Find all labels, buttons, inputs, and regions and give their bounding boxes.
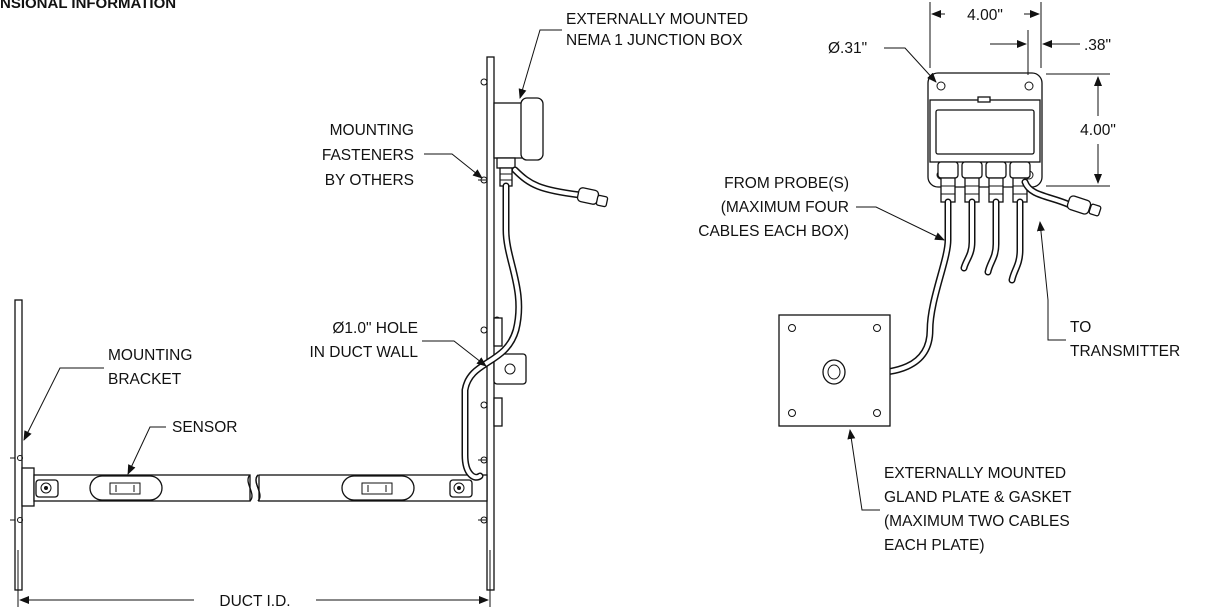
wall-gland <box>493 353 527 385</box>
transmitter-label-2: TRANSMITTER <box>1070 343 1180 360</box>
sensor-label: SENSOR <box>172 419 237 436</box>
duct-id-dimension: DUCT I.D. <box>17 550 491 607</box>
fasteners-label-3: BY OTHERS <box>325 172 414 189</box>
transmitter-label-1: TO <box>1070 319 1091 336</box>
probe-connectors <box>937 161 1031 203</box>
box-width-dimension: 4.00" <box>967 7 1003 24</box>
right-duct-wall <box>486 56 495 591</box>
gland-plate-label-3: (MAXIMUM TWO CABLES <box>884 513 1070 530</box>
junction-box-body <box>929 99 1041 163</box>
from-probes-label-1: FROM PROBE(S) <box>724 175 849 192</box>
gland-plate-label-4: EACH PLATE) <box>884 537 985 554</box>
junction-box-label-2: NEMA 1 JUNCTION BOX <box>566 32 743 49</box>
from-probes-label-2: (MAXIMUM FOUR <box>721 199 849 216</box>
mounting-bracket-plate <box>21 467 35 507</box>
gland-plate-label-2: GLAND PLATE & GASKET <box>884 489 1072 506</box>
hole-offset-dimension: .38" <box>1084 37 1111 54</box>
duct-assembly <box>10 56 609 591</box>
sensor-window-1 <box>89 475 163 501</box>
bracket-label-2: BRACKET <box>108 371 182 388</box>
gland-plate <box>778 314 891 427</box>
junction-box-label-1: EXTERNALLY MOUNTED <box>566 11 748 28</box>
junction-box-front <box>834 72 1102 377</box>
section-title: NSIONAL INFORMATION <box>0 0 176 12</box>
hole-label-1: Ø1.0" HOLE <box>332 320 418 337</box>
duct-id-label: DUCT I.D. <box>219 593 290 607</box>
gland-plate-label-1: EXTERNALLY MOUNTED <box>884 465 1066 482</box>
mounting-hole-dimension: Ø.31" <box>828 40 867 57</box>
box-dimensions: 4.00" .38" 4.00" Ø.31" <box>828 2 1116 187</box>
sensor-window-2 <box>341 475 415 501</box>
from-probes-label-3: CABLES EACH BOX) <box>698 223 849 240</box>
hole-label-2: IN DUCT WALL <box>309 344 418 361</box>
fasteners-label-1: MOUNTING <box>330 122 414 139</box>
left-duct-wall <box>14 299 23 591</box>
fasteners-label-2: FASTENERS <box>322 147 414 164</box>
gland-plate-square <box>778 314 891 427</box>
box-height-dimension: 4.00" <box>1080 122 1116 139</box>
bracket-label-1: MOUNTING <box>108 347 192 364</box>
